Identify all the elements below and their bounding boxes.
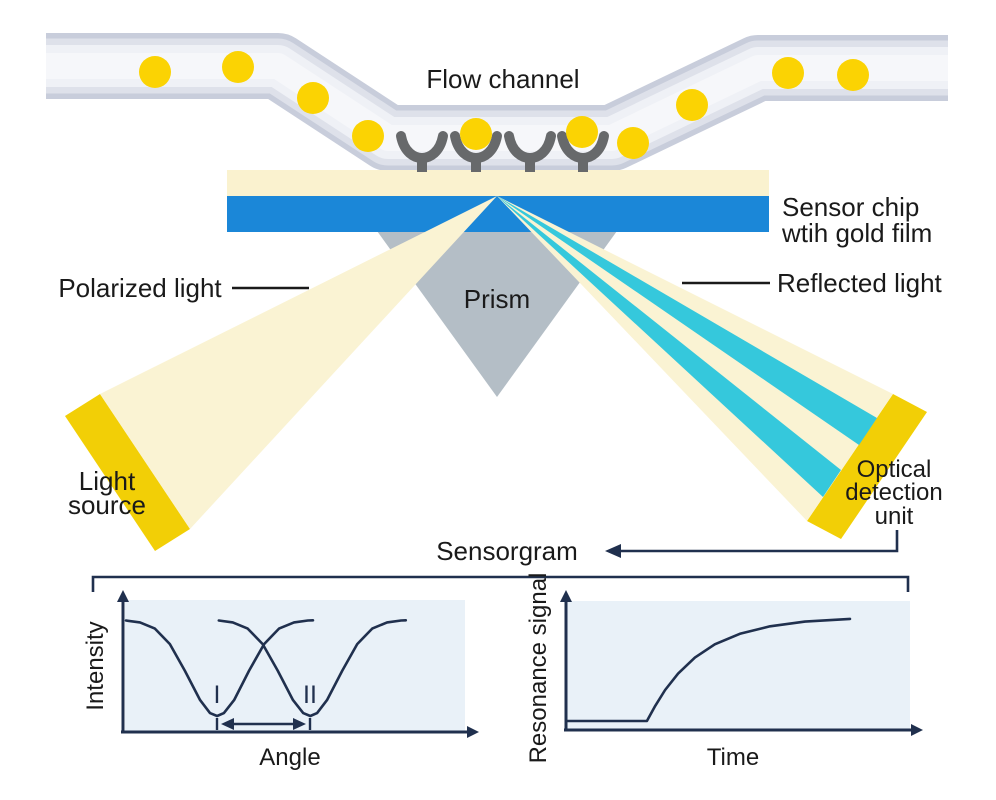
dip-label-2: II xyxy=(303,681,317,709)
angle-plot-y-arrowhead xyxy=(117,590,129,602)
analyte-circle-bound xyxy=(566,116,598,148)
time-plot-y-label: Resonance signal xyxy=(525,573,552,764)
time-plot: Resonance signal Time xyxy=(525,573,923,771)
reflected-light-label: Reflected light xyxy=(777,268,943,298)
prism-shape xyxy=(377,231,617,397)
analyte-circle xyxy=(352,120,384,152)
polarized-light-label: Polarized light xyxy=(58,273,222,303)
sensorgram-bracket xyxy=(91,575,910,592)
dip-shift-arrowhead-left xyxy=(221,718,234,730)
cyan-beam-stripe-lower xyxy=(497,196,841,497)
intensity-dip-curve-1 xyxy=(124,619,315,718)
prism-label: Prism xyxy=(464,284,530,314)
light-source-bar xyxy=(65,394,190,551)
angle-plot-background xyxy=(125,600,465,732)
sensor-chip-top-layer xyxy=(227,170,769,196)
angle-plot-y-label: Intensity xyxy=(82,621,109,710)
time-plot-x-label: Time xyxy=(707,744,759,771)
analyte-circle xyxy=(772,57,804,89)
dip-shift-arrowhead-right xyxy=(293,718,306,730)
optical-unit-label-line1: Optical xyxy=(857,456,932,483)
sensorgram-arrowhead xyxy=(605,544,621,558)
analyte-circle-bound xyxy=(460,118,492,150)
analyte-circle xyxy=(676,89,708,121)
antibody-group xyxy=(396,131,609,172)
cyan-beam-stripe-upper xyxy=(497,196,877,445)
antibody-icon xyxy=(396,131,448,172)
time-plot-y-arrowhead xyxy=(560,590,572,602)
flow-channel-label: Flow channel xyxy=(426,64,579,94)
sensorgram-curve xyxy=(565,617,852,723)
optical-unit-label-line2: detection xyxy=(845,479,942,506)
sensor-chip-label-line2: wtih gold film xyxy=(781,218,932,248)
incident-beam xyxy=(100,196,497,529)
analyte-circle xyxy=(139,56,171,88)
antibody-icon xyxy=(557,131,609,172)
analyte-group xyxy=(139,51,869,159)
sensor-chip-label-line1: Sensor chip xyxy=(782,192,919,222)
analyte-circle xyxy=(837,59,869,91)
light-source-label-line2: source xyxy=(68,490,146,520)
optical-unit-label-line3: unit xyxy=(875,503,914,530)
detector-bar xyxy=(807,394,927,539)
light-source-label-line1: Light xyxy=(79,466,136,496)
intensity-dip-curve-2 xyxy=(217,619,408,718)
analyte-circle xyxy=(297,82,329,114)
dip-label-1: I xyxy=(214,681,221,709)
gold-film-layer xyxy=(227,196,769,232)
sensorgram-label: Sensorgram xyxy=(436,536,578,566)
angle-plot-x-label: Angle xyxy=(259,744,320,771)
antibody-icon xyxy=(450,131,502,172)
sensorgram-arrow-line xyxy=(619,530,899,553)
time-plot-background xyxy=(567,601,910,730)
analyte-circle xyxy=(222,51,254,83)
angle-plot: I II Intensity Angle xyxy=(82,590,479,771)
antibody-icon xyxy=(504,131,556,172)
time-plot-x-arrowhead xyxy=(911,724,923,736)
angle-plot-x-arrowhead xyxy=(467,726,479,738)
analyte-circle xyxy=(617,127,649,159)
